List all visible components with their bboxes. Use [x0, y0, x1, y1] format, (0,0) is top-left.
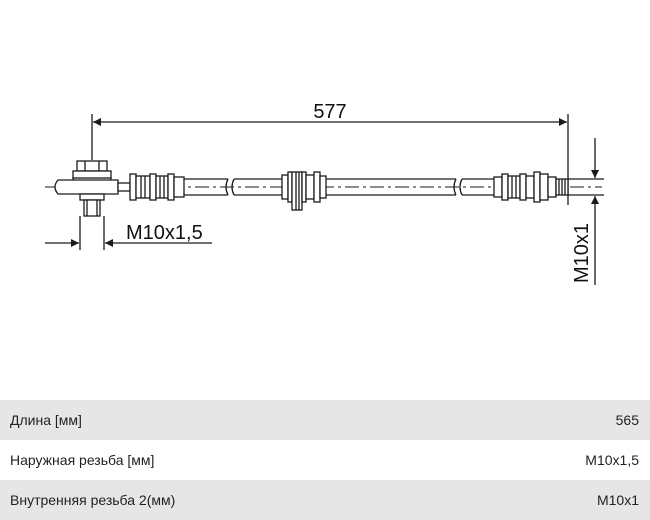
middle-clamp [281, 171, 327, 211]
spec-value: M10x1,5 [585, 452, 639, 468]
ferrule-right [493, 173, 535, 201]
spec-value: M10x1 [596, 492, 639, 508]
spec-value: 565 [615, 412, 639, 428]
length-label: 577 [313, 101, 346, 123]
outer-thread-label: M10x1,5 [126, 222, 203, 244]
spec-row-outer-thread: Наружная резьба [мм] M10x1,5 [0, 440, 650, 480]
spec-label: Внутренняя резьба 2(мм) [10, 492, 176, 508]
spec-label: Длина [мм] [10, 412, 82, 428]
hose-segment-3 [326, 178, 463, 196]
ferrule-left [129, 173, 185, 201]
threaded-fitting-right [533, 171, 569, 203]
spec-table: Длина [мм] 565 Наружная резьба [мм] M10x… [0, 400, 650, 520]
spec-row-inner-thread: Внутренняя резьба 2(мм) M10x1 [0, 480, 650, 520]
hose-segment-1 [184, 178, 235, 196]
banjo-fitting [54, 160, 131, 217]
hose-segment-4 [462, 178, 494, 196]
brake-hose-drawing: 577 M10x1,5 M10x1 [45, 101, 604, 285]
hose-segment-2 [234, 178, 282, 196]
spec-label: Наружная резьба [мм] [10, 452, 155, 468]
inner-thread-label: M10x1 [571, 223, 593, 283]
spec-row-length: Длина [мм] 565 [0, 400, 650, 440]
